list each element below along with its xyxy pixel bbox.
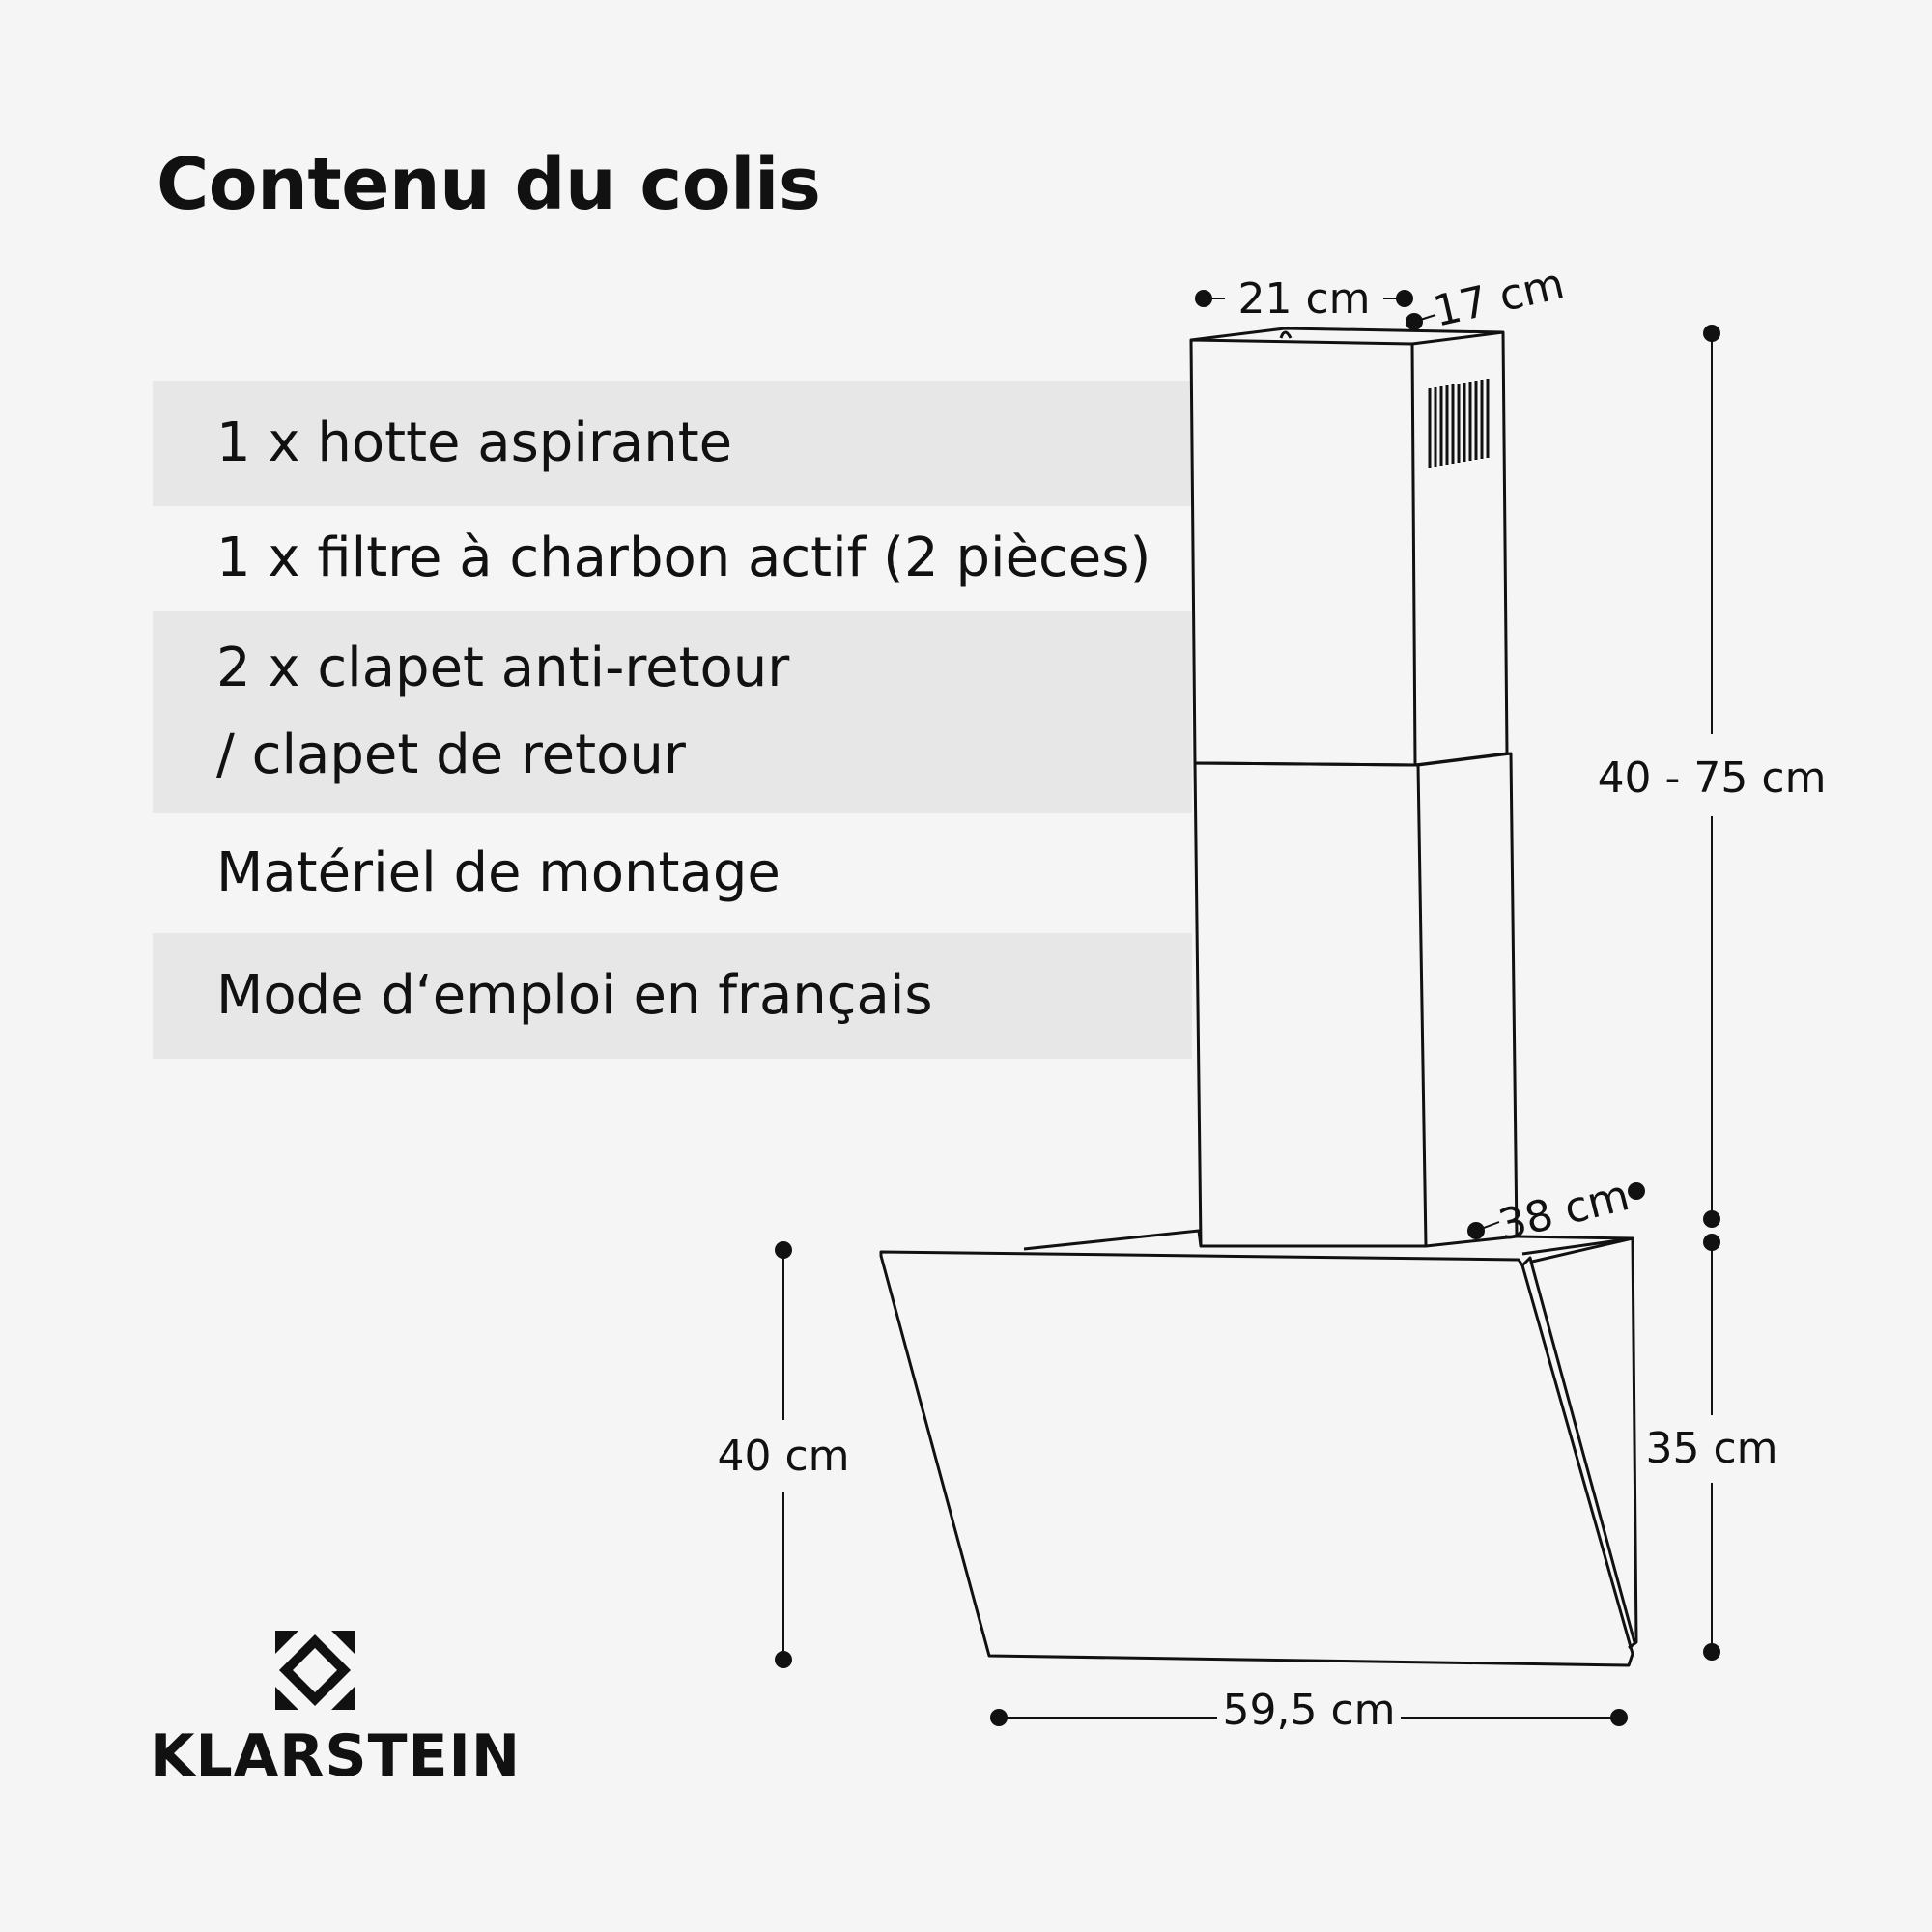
- list-item-label: Matériel de montage: [216, 841, 781, 904]
- lower-chimney-side: [1417, 752, 1519, 1248]
- dimension-labels: 21 cm 17 cm 40 - 75 cm 38 cm 35 cm 40 cm…: [717, 259, 1826, 1735]
- chimney-height-label: 40 - 75 cm: [1598, 753, 1827, 803]
- hood-back-height-label: 35 cm: [1645, 1424, 1777, 1473]
- list-item: Matériel de montage: [153, 813, 1192, 933]
- chimney-depth-label: 17 cm: [1429, 259, 1569, 337]
- klarstein-logo-icon: [275, 1631, 355, 1710]
- hood-glass-inner-edge: [1520, 1256, 1636, 1643]
- list-item: 2 x clapet anti-retour / clapet de retou…: [153, 611, 1192, 813]
- hood-width-label: 59,5 cm: [1222, 1686, 1395, 1735]
- list-item: 1 x filtre à charbon actif (2 pièces): [153, 506, 1192, 611]
- hood-outline: [879, 327, 1638, 1667]
- list-item-label-line-2: / clapet de retour: [216, 724, 686, 786]
- list-item-label: 1 x filtre à charbon actif (2 pièces): [216, 526, 1151, 589]
- dimension-endpoints: [775, 290, 1720, 1726]
- hood-side-panel: [1531, 1236, 1638, 1650]
- lower-chimney-front: [1193, 761, 1428, 1248]
- chimney-width-label: 21 cm: [1237, 274, 1370, 324]
- vent-grille-icon: [1428, 379, 1490, 468]
- chimney-top-notch: [1279, 330, 1293, 339]
- list-item-label: Mode d‘emploi en français: [216, 964, 933, 1027]
- upper-chimney-front: [1189, 338, 1417, 767]
- package-contents-list: 1 x hotte aspirante 1 x filtre à charbon…: [153, 381, 1192, 1059]
- brand-logo: KLARSTEIN: [150, 1631, 520, 1785]
- hood-front-height-label: 40 cm: [717, 1432, 849, 1481]
- list-item-label-line-1: 2 x clapet anti-retour: [216, 637, 790, 699]
- list-item: 1 x hotte aspirante: [153, 381, 1192, 506]
- list-item-label: 1 x hotte aspirante: [216, 412, 733, 474]
- upper-chimney-top: [1190, 327, 1504, 342]
- hood-glass-panel: [879, 1250, 1634, 1667]
- brand-name: KLARSTEIN: [150, 1722, 522, 1790]
- page-title: Contenu du colis: [156, 143, 821, 226]
- list-item: Mode d‘emploi en français: [153, 933, 1192, 1059]
- dimension-lines: [782, 298, 1713, 1719]
